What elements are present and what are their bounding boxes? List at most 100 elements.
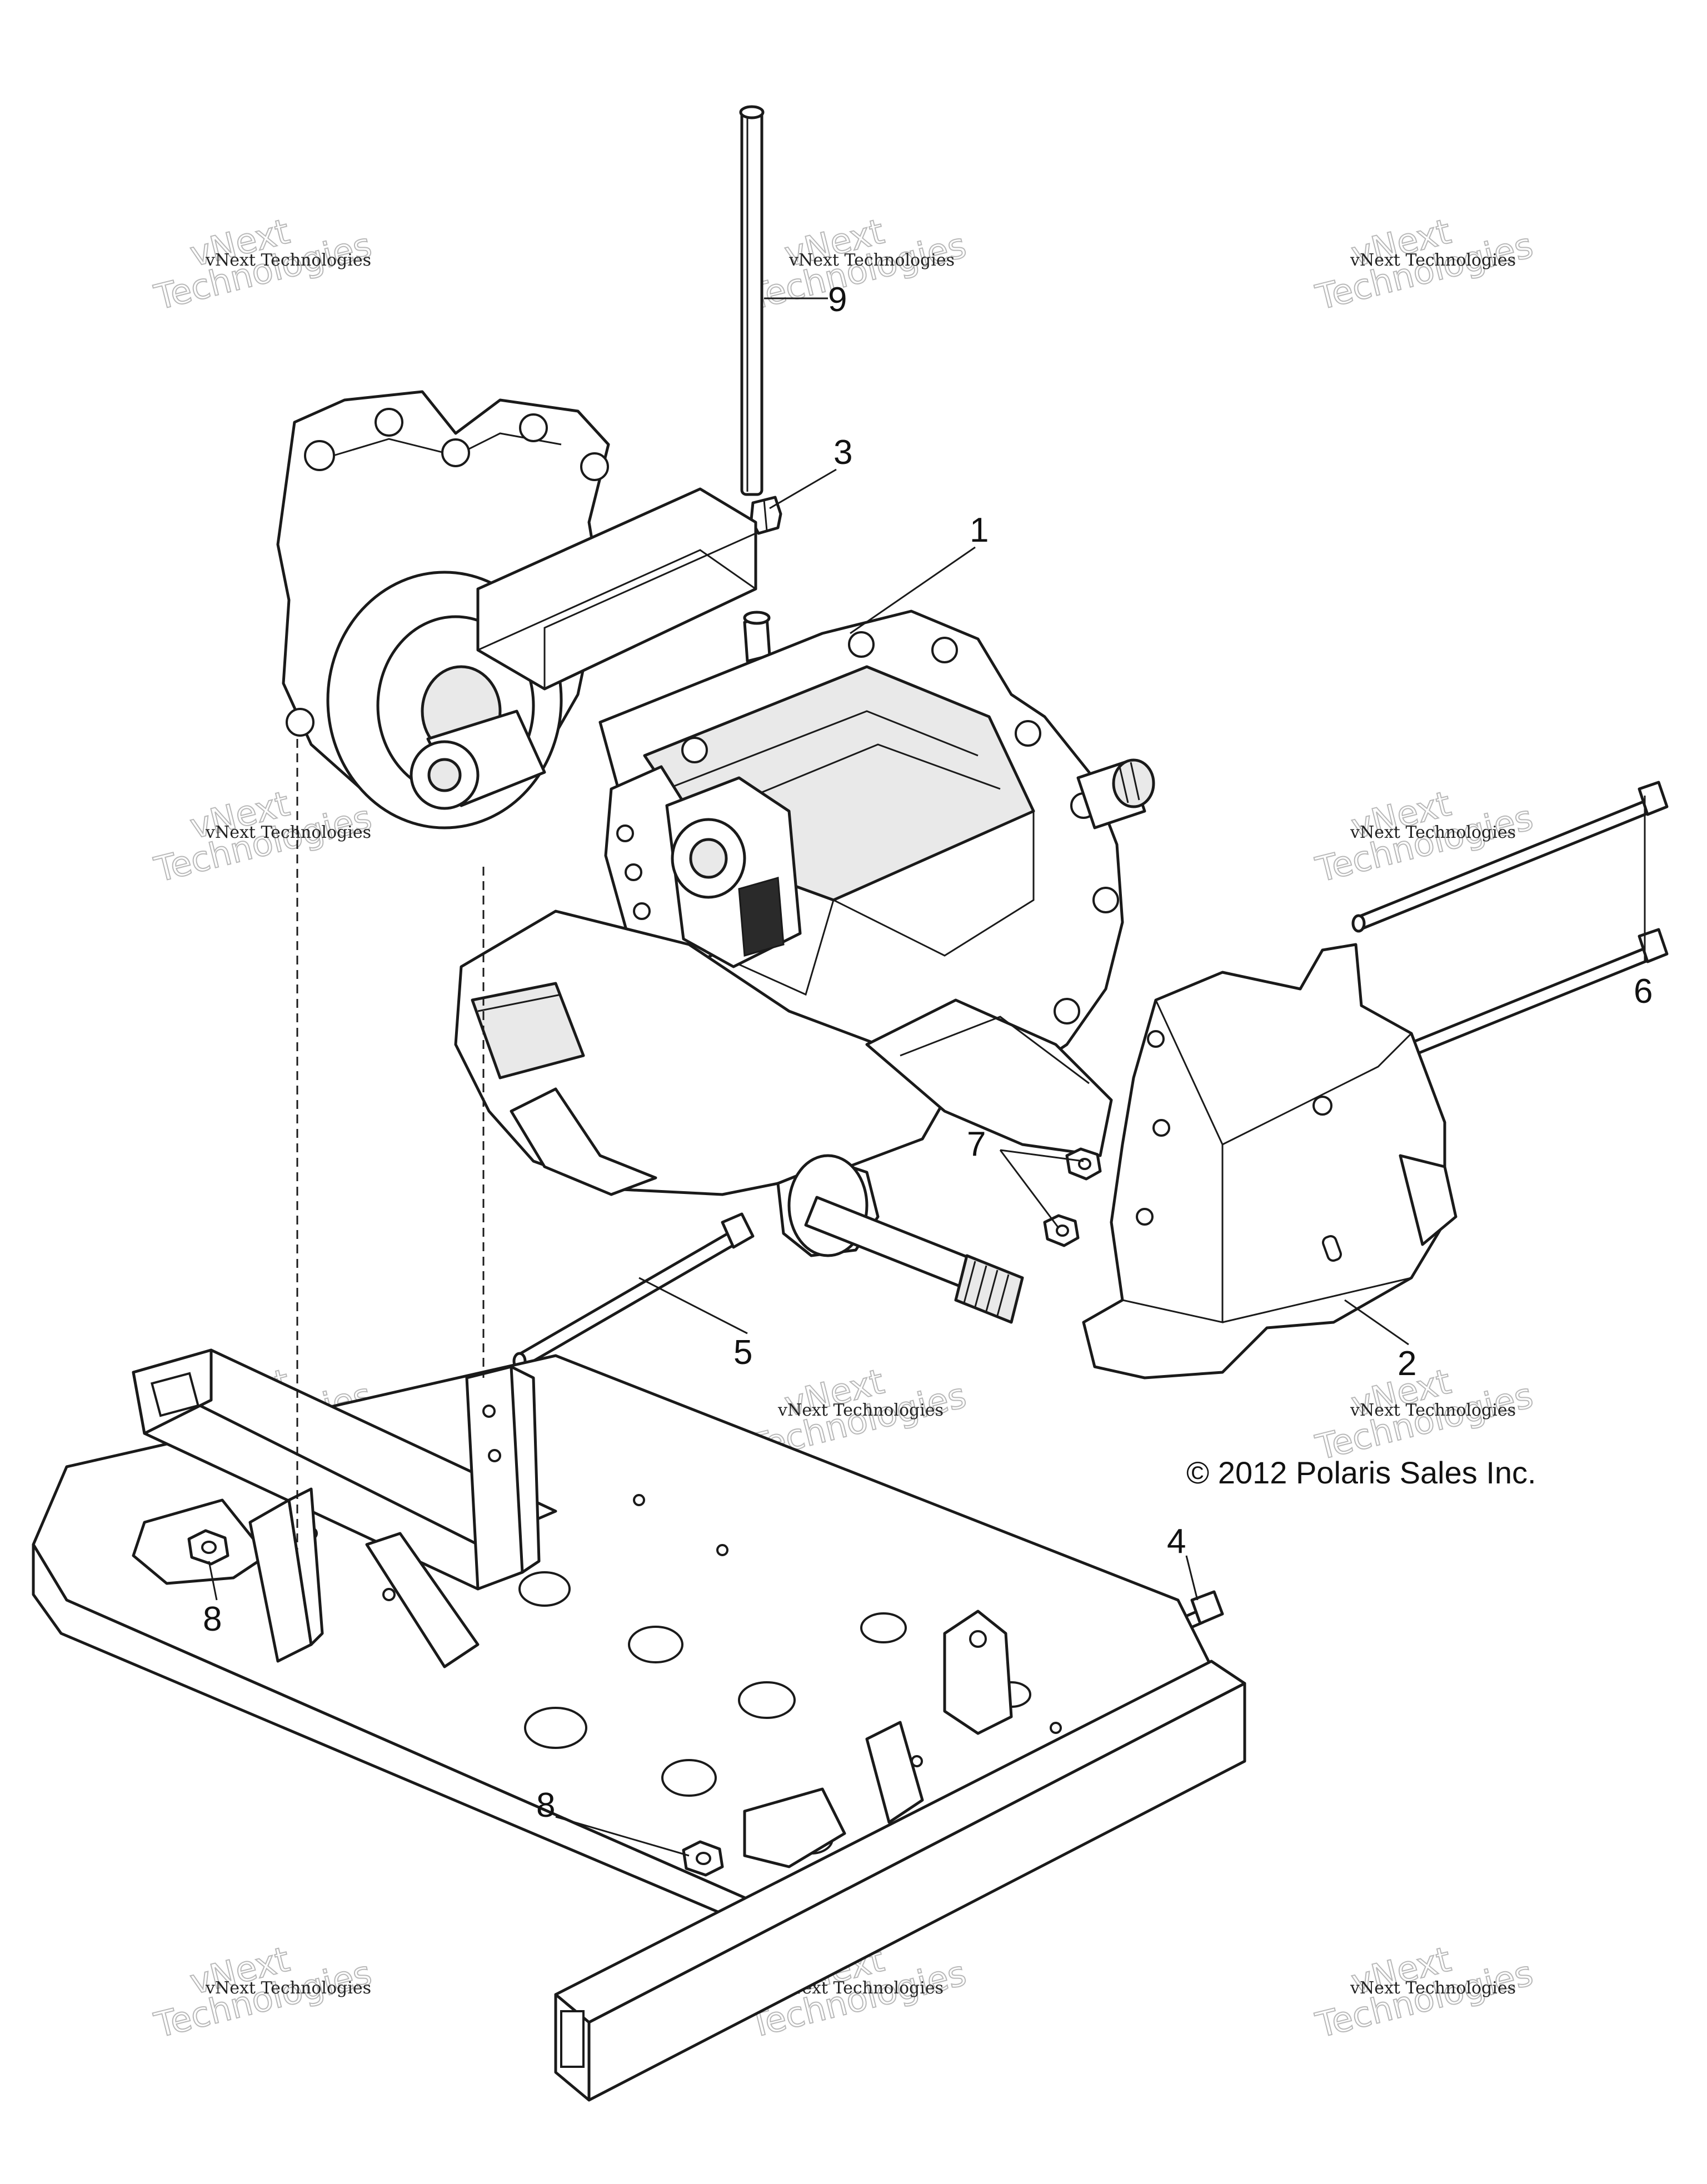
- tube-end: [739, 105, 765, 119]
- leader-7b: [999, 1150, 1060, 1228]
- bolt-hole: [681, 737, 708, 763]
- housing-edge: [543, 532, 756, 689]
- part-9-tube: [739, 105, 765, 496]
- small-hole: [1050, 1722, 1062, 1734]
- leader-8a: [208, 1561, 218, 1601]
- bracket-body: [1082, 943, 1446, 1380]
- plate-hole: [628, 1626, 683, 1663]
- breather-top: [743, 611, 771, 625]
- leader-8b: [555, 1816, 690, 1857]
- bolt-hole: [1054, 998, 1080, 1024]
- bracket-fold: [1222, 1032, 1412, 1146]
- bracket-hole: [633, 902, 651, 920]
- callout-4: 4: [1167, 1522, 1186, 1561]
- motor-label: [738, 877, 785, 957]
- bolt-hole: [286, 708, 315, 737]
- plate-hole: [518, 1571, 571, 1607]
- bracket-fold: [1122, 999, 1224, 1323]
- small-hole: [382, 1588, 396, 1601]
- bolt-hole: [848, 631, 875, 658]
- spline-tooth: [996, 1274, 1010, 1316]
- spline-tooth: [963, 1261, 976, 1303]
- bracket-hole: [1152, 1119, 1170, 1137]
- input-spline: [1112, 758, 1155, 808]
- bolt-hole: [1015, 720, 1041, 747]
- bracket-hole: [1147, 1030, 1165, 1048]
- watermark-text: vNext Technologies: [1350, 1401, 1516, 1420]
- bolt-hole: [1092, 887, 1119, 913]
- part-1-transmission: [276, 390, 1155, 1324]
- spline-tooth: [985, 1270, 999, 1312]
- drum-line: [666, 710, 979, 790]
- leader-lines: [208, 297, 1646, 1857]
- post-side: [510, 1365, 541, 1574]
- tube-opening: [560, 2010, 585, 2068]
- watermark-text: vNext Technologies: [1350, 251, 1516, 270]
- post-hole: [482, 1405, 496, 1418]
- part-2-bracket: [1082, 943, 1458, 1380]
- leader-5: [638, 1277, 748, 1335]
- leader-4: [1185, 1555, 1199, 1601]
- output-spline: [954, 1254, 1024, 1324]
- floor-gusset: [365, 1532, 480, 1668]
- nut-bore: [201, 1541, 217, 1554]
- rear-tube-side: [587, 1682, 1246, 2102]
- watermark-text: vNext Technologies: [777, 1401, 944, 1420]
- tube-opening: [150, 1372, 200, 1417]
- callout-6: 6: [1634, 972, 1653, 1011]
- lower-right-case: [865, 998, 1113, 1157]
- tube-body: [740, 109, 763, 496]
- callout-5: 5: [733, 1333, 752, 1372]
- rear-bracket-right: [943, 1610, 1013, 1735]
- watermark-text: vNext Technologies: [205, 823, 371, 842]
- bolt-hole: [580, 452, 609, 481]
- frame: [32, 1348, 1246, 2102]
- copyright-notice: © 2012 Polaris Sales Inc.: [1186, 1455, 1536, 1490]
- stub-bore: [427, 758, 462, 792]
- spline-tooth: [1119, 766, 1129, 803]
- plate-hole: [661, 1759, 717, 1797]
- bolt-hole: [304, 440, 335, 471]
- drum-side: [833, 811, 1035, 957]
- callout-2: 2: [1397, 1345, 1416, 1383]
- plate-hole: [860, 1612, 907, 1643]
- vent-line: [477, 993, 562, 1012]
- case-ridge: [900, 1016, 1090, 1084]
- callouts: 9 3 1 6 7 5 2 4 8 8: [203, 281, 1653, 1825]
- clip-edge: [763, 499, 768, 531]
- spline-tooth: [974, 1265, 987, 1307]
- callout-3: 3: [833, 433, 852, 472]
- bolt-hole: [441, 438, 470, 467]
- watermark-text: vNext Technologies: [205, 251, 371, 270]
- bolt-hole: [375, 408, 403, 437]
- callout-7: 7: [967, 1125, 986, 1163]
- bracket-hole: [969, 1630, 987, 1648]
- watermark-text: vNext Technologies: [1350, 1978, 1516, 1998]
- bracket-hole: [616, 824, 634, 842]
- callout-1: 1: [970, 511, 989, 549]
- bolt-head: [1190, 1590, 1224, 1625]
- leader-7a: [1000, 1149, 1084, 1162]
- bracket-cutout: [1399, 1154, 1458, 1246]
- bolt-head: [721, 1212, 755, 1249]
- bracket-hole: [1136, 1208, 1154, 1226]
- bolt-tip: [1351, 914, 1366, 933]
- bracket-slot: [1322, 1235, 1342, 1262]
- spline-tooth: [1130, 762, 1140, 801]
- small-hole: [633, 1494, 645, 1506]
- bracket-hole: [1312, 1096, 1332, 1116]
- callout-9: 9: [828, 281, 847, 319]
- small-hole: [716, 1544, 728, 1556]
- bracket-fold: [1222, 1277, 1412, 1323]
- plate-hole: [524, 1707, 587, 1749]
- bolt-hole: [931, 637, 958, 663]
- housing-edge: [477, 549, 756, 651]
- watermark-text: vNext Technologies: [788, 251, 955, 270]
- watermark-text: vNext Technologies: [1350, 823, 1516, 842]
- leader-3: [769, 468, 837, 509]
- bolt-hole: [519, 413, 548, 442]
- bracket-hole: [625, 863, 642, 881]
- plate-hole: [738, 1681, 796, 1719]
- leader-1: [850, 546, 976, 634]
